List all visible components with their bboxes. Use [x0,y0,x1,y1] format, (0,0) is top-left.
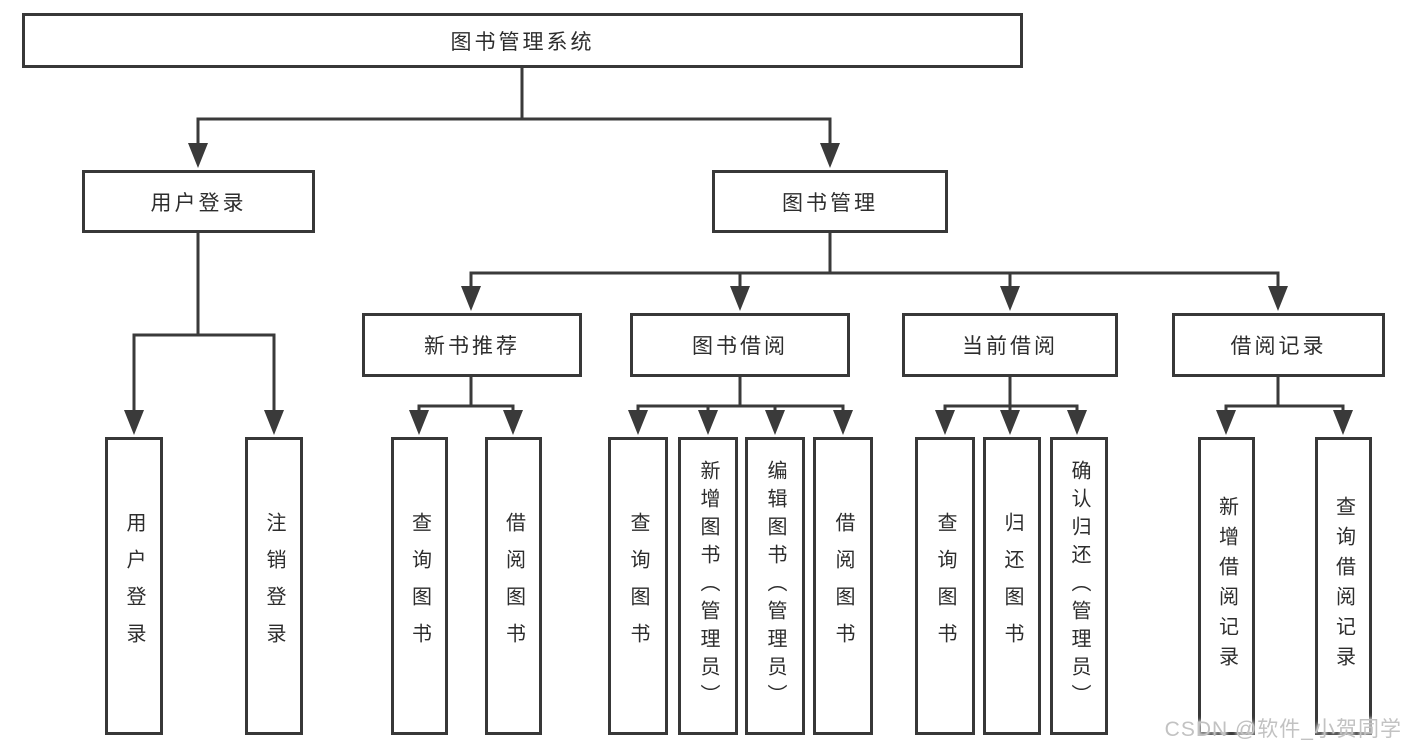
leaf-label: 归还图书 [1001,512,1023,660]
leaf-label: 用户登录 [123,512,145,660]
leaf-query-books: 查询图书 [915,437,975,735]
leaf-query-borrow-record: 查询借阅记录 [1315,437,1372,735]
leaf-label: 查询图书 [934,512,956,660]
leaf-label: 编辑图书（管理员） [764,460,786,712]
node-current-borrow: 当前借阅 [902,313,1118,377]
leaf-label: 新增图书（管理员） [697,460,719,712]
node-book-management: 图书管理 [712,170,948,233]
leaf-logout: 注销登录 [245,437,303,735]
node-label: 当前借阅 [962,335,1058,358]
node-book-borrow: 图书借阅 [630,313,850,377]
leaf-label: 查询图书 [408,512,431,660]
leaf-borrow-books: 借阅图书 [485,437,542,735]
leaf-label: 借阅图书 [502,512,525,660]
node-label: 借阅记录 [1230,335,1327,358]
node-borrow-records: 借阅记录 [1172,313,1385,377]
node-label: 新书推荐 [424,335,520,358]
leaf-query-books: 查询图书 [608,437,668,735]
leaf-label: 确认归还（管理员） [1068,460,1090,712]
leaf-query-books: 查询图书 [391,437,448,735]
leaf-label: 新增借阅记录 [1215,496,1238,676]
leaf-label: 查询图书 [627,512,649,660]
leaf-label: 借阅图书 [832,512,854,660]
node-label: 图书管理 [782,191,878,215]
node-label: 图书借阅 [692,335,788,358]
leaf-confirm-return-admin: 确认归还（管理员） [1050,437,1108,735]
leaf-return-books: 归还图书 [983,437,1041,735]
node-new-book-recommend: 新书推荐 [362,313,582,377]
leaf-borrow-books: 借阅图书 [813,437,873,735]
leaf-add-books-admin: 新增图书（管理员） [678,437,738,735]
leaf-label: 查询借阅记录 [1332,496,1355,676]
node-library-management-system: 图书管理系统 [22,13,1023,68]
watermark: CSDN @软件_小贺同学 [1164,718,1402,741]
node-user-login: 用户登录 [82,170,315,233]
node-label: 图书管理系统 [450,30,595,54]
leaf-label: 注销登录 [263,512,285,660]
leaf-add-borrow-record: 新增借阅记录 [1198,437,1255,735]
node-label: 用户登录 [150,191,247,215]
leaf-user-login: 用户登录 [105,437,163,735]
leaf-edit-books-admin: 编辑图书（管理员） [745,437,805,735]
